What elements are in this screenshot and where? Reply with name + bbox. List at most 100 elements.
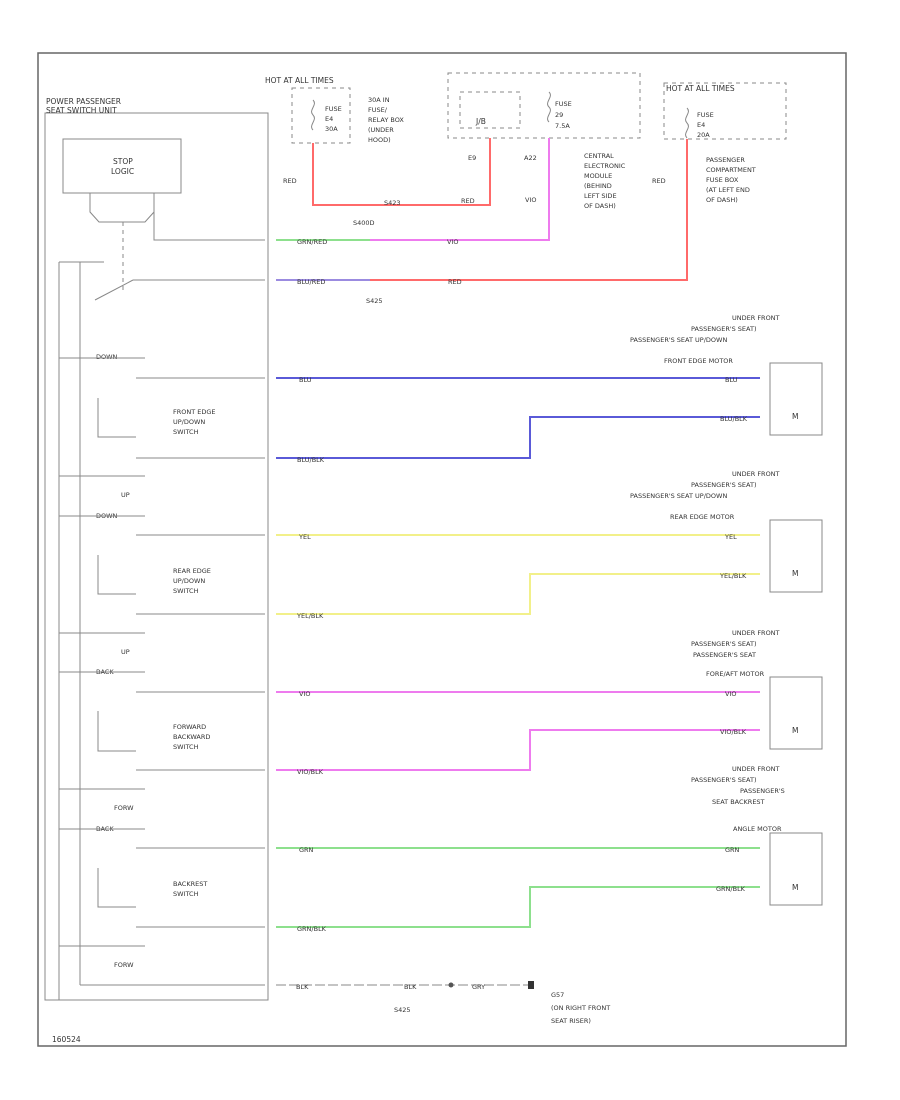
switch-unit-box xyxy=(44,112,269,1001)
wire-blublk-label: BLU/BLK xyxy=(297,456,325,464)
wire-vioblk-label-r: VIO/BLK xyxy=(720,728,747,736)
forward-name-3: SWITCH xyxy=(173,743,199,751)
svg-text:UNDER FRONT: UNDER FRONT xyxy=(732,765,780,773)
splice-s425-bottom: S425 xyxy=(394,1006,411,1014)
wire-vioblk-label: VIO/BLK xyxy=(297,768,324,776)
svg-text:FORE/AFT MOTOR: FORE/AFT MOTOR xyxy=(706,670,765,678)
svg-text:PASSENGER'S SEAT): PASSENGER'S SEAT) xyxy=(691,481,757,489)
wire-vio-fwd-label: VIO xyxy=(299,690,310,698)
stop-logic-2: LOGIC xyxy=(111,167,134,176)
svg-text:PASSENGER'S SEAT UP/DOWN: PASSENGER'S SEAT UP/DOWN xyxy=(630,336,727,344)
ground-dot xyxy=(448,982,454,988)
svg-text:REAR EDGE MOTOR: REAR EDGE MOTOR xyxy=(670,513,735,521)
wire-grnblk-label: GRN/BLK xyxy=(297,925,327,933)
wire-red-hot-left xyxy=(312,138,491,206)
wire-blublk xyxy=(276,416,760,459)
svg-text:PASSENGER'S: PASSENGER'S xyxy=(740,787,785,795)
svg-text:M: M xyxy=(792,569,798,578)
rear-bottom: UP xyxy=(121,648,130,656)
hot-left-fuse-2: E4 xyxy=(325,115,333,123)
svg-text:UNDER FRONT: UNDER FRONT xyxy=(732,629,780,637)
front-name-1: FRONT EDGE xyxy=(173,408,216,416)
svg-text:SEAT BACKREST: SEAT BACKREST xyxy=(712,798,765,806)
pin-e9: E9 xyxy=(468,154,476,162)
backrest-name-2: SWITCH xyxy=(173,890,199,898)
wire-vio-label: VIO xyxy=(447,238,458,246)
wire-yelblk-label-r: YEL/BLK xyxy=(719,572,747,580)
hot-left-note-1: 30A IN xyxy=(368,96,390,104)
rear-arm xyxy=(97,555,136,595)
wire-grnred-label: GRN/RED xyxy=(297,238,327,246)
cem-fuse-2: 29 xyxy=(555,111,563,119)
front-name-2: UP/DOWN xyxy=(173,418,205,426)
wire-red-label-1: RED xyxy=(283,177,297,185)
wire-vio-cem xyxy=(370,138,550,241)
wire-red-label-4: RED xyxy=(448,278,462,286)
cem-text-6: OF DASH) xyxy=(584,202,616,210)
ground-terminal xyxy=(528,981,534,989)
front-top: DOWN xyxy=(96,353,118,361)
rear-name-3: SWITCH xyxy=(173,587,199,595)
wire-yel-label: YEL xyxy=(298,533,311,541)
pass-text-3: FUSE BOX xyxy=(706,176,739,184)
svg-text:M: M xyxy=(792,883,798,892)
wire-red-hot-right xyxy=(370,139,688,281)
wire-grn-label-r: GRN xyxy=(725,846,740,854)
backrest-arm xyxy=(97,868,136,908)
front-arm xyxy=(97,398,136,438)
svg-text:ANGLE MOTOR: ANGLE MOTOR xyxy=(733,825,782,833)
fuse-symbol-1 xyxy=(311,99,315,131)
splice-s425-top: S425 xyxy=(366,297,383,305)
wire-grn-label: GRN xyxy=(299,846,314,854)
wire-blu-label: BLU xyxy=(299,376,312,384)
wire-vioblk xyxy=(276,729,760,771)
pass-text-4: (AT LEFT END xyxy=(706,186,750,194)
wire-yel-label-r: YEL xyxy=(724,533,737,541)
wire-yelblk xyxy=(276,573,760,615)
hot-right-title: HOT AT ALL TIMES xyxy=(666,84,735,93)
wire-vio-label-top: VIO xyxy=(525,196,536,204)
pass-text-5: OF DASH) xyxy=(706,196,738,204)
cem-text-1: CENTRAL xyxy=(584,152,614,160)
hot-right-box xyxy=(663,82,787,140)
unit-label-2: SEAT SWITCH UNIT xyxy=(46,106,117,115)
svg-text:PASSENGER'S SEAT): PASSENGER'S SEAT) xyxy=(691,640,757,648)
motor-front-edge: UNDER FRONT PASSENGER'S SEAT) PASSENGER'… xyxy=(630,314,823,436)
svg-text:PASSENGER'S SEAT UP/DOWN: PASSENGER'S SEAT UP/DOWN xyxy=(630,492,727,500)
cem-fuse-3: 7.5A xyxy=(555,122,570,130)
hot-left-title: HOT AT ALL TIMES xyxy=(265,76,334,85)
svg-text:UNDER FRONT: UNDER FRONT xyxy=(732,314,780,322)
wire-vio-fwd-label-r: VIO xyxy=(725,690,736,698)
cem-text-3: MODULE xyxy=(584,172,612,180)
splice-s400d: S400D xyxy=(353,219,375,227)
pass-text-1: PASSENGER xyxy=(706,156,745,164)
unit-label-1: POWER PASSENGER xyxy=(46,97,121,106)
svg-text:M: M xyxy=(792,412,798,421)
diagram-code: 160524 xyxy=(52,1035,81,1044)
cem-box xyxy=(447,72,641,139)
wire-blublk-label-r: BLU/BLK xyxy=(720,415,748,423)
stop-logic-out xyxy=(153,212,265,241)
motor-backrest: UNDER FRONT PASSENGER'S SEAT) PASSENGER'… xyxy=(691,765,823,906)
rear-name-1: REAR EDGE xyxy=(173,567,211,575)
fuse-symbol-3 xyxy=(685,107,689,139)
hot-left-box xyxy=(291,87,351,144)
wire-blured-label: BLU/RED xyxy=(297,278,325,286)
forward-arm xyxy=(97,711,136,752)
wire-blk-label-2: BLK xyxy=(404,983,417,991)
wire-red-label-3: RED xyxy=(652,177,666,185)
svg-text:PASSENGER'S SEAT: PASSENGER'S SEAT xyxy=(693,651,756,659)
wire-yelblk-label: YEL/BLK xyxy=(296,612,324,620)
ground-2: (ON RIGHT FRONT xyxy=(551,1004,610,1012)
wire-gry-label: GRY xyxy=(472,983,485,991)
stop-logic-box xyxy=(62,138,182,194)
backrest-bottom: FORW xyxy=(114,961,134,969)
cem-text-5: LEFT SIDE xyxy=(584,192,617,200)
cem-fuse-1: FUSE xyxy=(555,100,572,108)
front-name-3: SWITCH xyxy=(173,428,199,436)
hot-left-note-5: HOOD) xyxy=(368,136,391,144)
power-switch-blade xyxy=(94,279,134,301)
stop-logic-bracket xyxy=(89,193,155,223)
backrest-name-1: BACKREST xyxy=(173,880,207,888)
